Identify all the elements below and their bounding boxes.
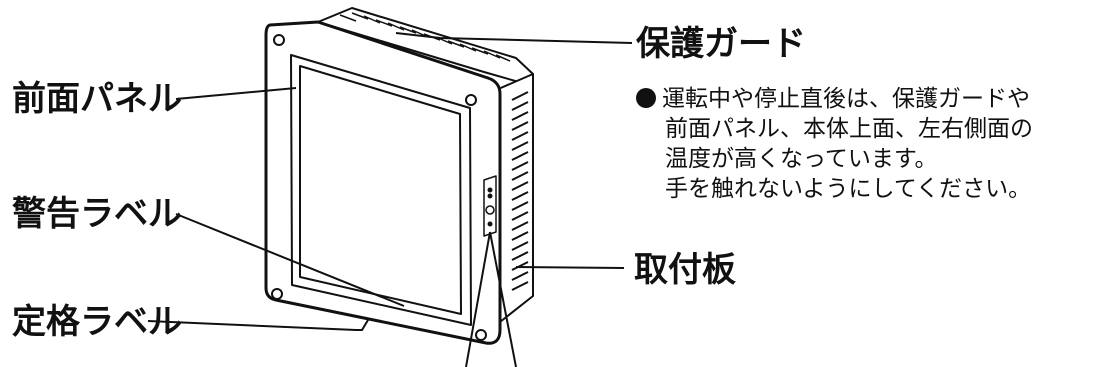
side-vents [511, 91, 529, 291]
protective-guard-label: 保護ガード [636, 24, 806, 64]
leader-line-indicator-b [489, 231, 517, 367]
caution-note-text: 運転中や停止直後は、保護ガードや [662, 86, 1030, 112]
front-panel-outline [264, 20, 502, 345]
front-panel-inner-border [290, 54, 472, 326]
caution-note-line: 前面パネル、本体上面、左右側面の [665, 116, 1033, 142]
screw-icon [273, 34, 285, 46]
caution-note-line: 温度が高くなっています。 [665, 146, 938, 172]
front-panel-label: 前面パネル [12, 79, 182, 119]
screw-icon [465, 94, 477, 106]
leader-line-protective-guard [395, 32, 633, 44]
screw-icon [271, 288, 283, 300]
indicator-strip [483, 175, 497, 237]
caution-note-line: 手を触れないようにしてください。 [665, 176, 1032, 202]
mounting-plate-label: 取付板 [634, 250, 736, 290]
leader-line-rating-label [147, 319, 369, 331]
leader-line-mounting-plate [515, 266, 625, 269]
caution-note-line: 運転中や停止直後は、保護ガードや [636, 84, 1033, 114]
warning-label-label: 警告ラベル [12, 194, 182, 234]
front-panel-window [299, 65, 462, 315]
indicator-lamp-icon [487, 221, 493, 227]
leader-line-warning-label [175, 213, 405, 307]
indicator-lamp-icon [485, 205, 495, 215]
indicator-lamp-icon [487, 187, 493, 193]
leader-line-front-panel [175, 87, 297, 100]
leader-line-indicator-a [465, 231, 491, 367]
bullet-icon [636, 88, 656, 108]
indicator-lamp-icon [487, 193, 493, 199]
caution-note: 運転中や停止直後は、保護ガードや 前面パネル、本体上面、左右側面の 温度が高くな… [636, 84, 1033, 204]
rating-label-label: 定格ラベル [12, 302, 182, 342]
screw-icon [475, 329, 487, 341]
